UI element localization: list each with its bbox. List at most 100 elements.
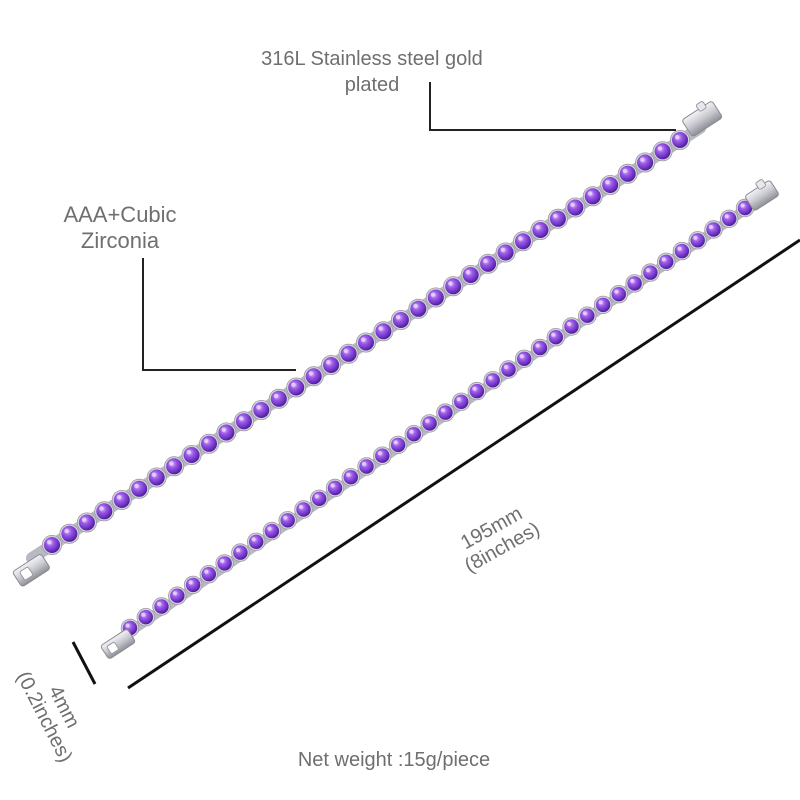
bracelet-1-stone bbox=[218, 424, 235, 441]
bracelet-2-stone-glint bbox=[551, 332, 556, 337]
bracelet-1-stone-glint bbox=[500, 247, 505, 252]
bracelet-1-stone-glint bbox=[204, 438, 209, 444]
stone-label-line1: AAA+Cubic bbox=[63, 202, 177, 227]
bracelet-2-stone bbox=[611, 287, 626, 302]
bracelet-2-stone bbox=[170, 588, 185, 603]
bracelet-1-stone bbox=[270, 390, 287, 407]
bracelet-1-stone-glint bbox=[256, 405, 261, 410]
bracelet-2-stone bbox=[249, 534, 264, 549]
bracelet-1-stone-glint bbox=[448, 281, 453, 286]
bracelet-2-stone-glint bbox=[220, 558, 225, 563]
bracelet-2-stone bbox=[264, 523, 280, 539]
net-weight-label: Net weight :15g/piece bbox=[297, 749, 491, 771]
bracelet-2-stone-glint bbox=[425, 418, 430, 423]
bracelet-1-stone bbox=[96, 503, 113, 520]
bracelet-1-stone bbox=[235, 413, 252, 430]
bracelet-1-stone-glint bbox=[378, 326, 383, 331]
bracelet-2-stone bbox=[390, 437, 406, 453]
width-dimension-line bbox=[71, 641, 97, 685]
bracelet-2-stone bbox=[138, 610, 153, 625]
bracelet-2-stone bbox=[595, 297, 611, 313]
bracelet-2-stone bbox=[501, 362, 516, 377]
bracelet-1-stone-glint bbox=[675, 135, 680, 140]
bracelet-1-stone bbox=[340, 345, 357, 362]
bracelet-1-stone bbox=[392, 312, 409, 328]
bracelet-1-stone bbox=[515, 233, 531, 250]
bracelet-2-stone-glint bbox=[172, 591, 177, 596]
bracelet-2-stone-glint bbox=[330, 483, 335, 488]
bracelet-1-stone-glint bbox=[518, 236, 523, 241]
bracelet-2-stone bbox=[532, 340, 548, 356]
bracelet-1-stone-glint bbox=[291, 382, 296, 387]
bracelet-1-stone-glint bbox=[605, 180, 610, 185]
bracelet-2-stone bbox=[343, 470, 358, 485]
bracelet-2-stone bbox=[454, 394, 469, 409]
bracelet-2-stone-glint bbox=[409, 429, 414, 434]
bracelet-2-stone-glint bbox=[645, 268, 650, 273]
bracelet-1-stone bbox=[497, 244, 514, 261]
material-callout-line bbox=[429, 82, 676, 131]
bracelet-2-stone-glint bbox=[125, 623, 130, 628]
bracelet-1-stone bbox=[602, 177, 619, 193]
bracelet-1-stone-glint bbox=[552, 213, 558, 219]
bracelet-2-stone bbox=[485, 373, 500, 388]
bracelet-1-stone bbox=[78, 514, 95, 531]
bracelet-1-stone bbox=[305, 368, 322, 385]
bracelet-2-stone-glint bbox=[488, 375, 493, 380]
bracelet-1-stone bbox=[654, 143, 671, 160]
bracelet-2-stone-glint bbox=[582, 311, 587, 316]
bracelet-2-stone-glint bbox=[567, 321, 571, 326]
bracelet-2-stone bbox=[327, 480, 343, 496]
bracelet-2-stone-glint bbox=[188, 580, 193, 585]
material-label: 316L Stainless steel gold plated bbox=[232, 46, 512, 98]
bracelet-1-stone-glint bbox=[64, 528, 69, 534]
material-label-line2: plated bbox=[344, 74, 400, 96]
bracelet-1-stone-glint bbox=[134, 483, 139, 489]
bracelet-2-stone-glint bbox=[393, 440, 398, 445]
bracelet-1-stone bbox=[183, 447, 200, 463]
bracelet-2-stone bbox=[233, 545, 248, 560]
stone-label: AAA+Cubic Zirconia bbox=[40, 202, 200, 254]
bracelet-1-stone bbox=[672, 132, 688, 148]
bracelet-2-stone-glint bbox=[314, 494, 319, 499]
bracelet-1-stone bbox=[113, 492, 130, 508]
bracelet-2-stone-glint bbox=[235, 548, 240, 553]
bracelet-2-stone-glint bbox=[157, 601, 161, 606]
bracelet-1-stone bbox=[148, 469, 165, 486]
bracelet-1-stone-glint bbox=[430, 292, 436, 297]
bracelet-2-stone bbox=[375, 448, 390, 463]
bracelet-2-stone bbox=[422, 416, 437, 431]
bracelet-1-stone bbox=[61, 525, 78, 542]
bracelet-2-stone bbox=[722, 211, 737, 226]
stone-callout-line bbox=[142, 258, 296, 371]
bracelet-2-stone bbox=[643, 265, 658, 280]
bracelet-1-stone-glint bbox=[151, 472, 157, 477]
bracelet-2-stone bbox=[580, 308, 595, 323]
bracelet-1-stone-glint bbox=[570, 202, 575, 207]
bracelet-1-stone-glint bbox=[169, 461, 174, 466]
bracelet-1-stone bbox=[253, 402, 270, 418]
bracelet-1-stone-glint bbox=[99, 506, 104, 511]
bracelet-2-stone-glint bbox=[708, 225, 713, 229]
bracelet-2-stone-glint bbox=[141, 612, 146, 617]
bracelet-2-stone bbox=[217, 556, 232, 571]
bracelet-1-clasp-right bbox=[682, 101, 723, 137]
bracelet-1-stone-glint bbox=[640, 157, 645, 162]
bracelet-1-stone bbox=[584, 188, 601, 205]
bracelet-2-stone bbox=[564, 319, 579, 334]
bracelet-1-stone bbox=[637, 154, 654, 171]
bracelet-2-stone bbox=[406, 427, 421, 442]
bracelet-1-stone bbox=[323, 357, 340, 373]
bracelet-2-stone-glint bbox=[204, 569, 209, 574]
bracelet-2-stone bbox=[690, 233, 705, 248]
bracelet-1-stones bbox=[42, 129, 691, 556]
bracelet-1-stone bbox=[532, 222, 549, 238]
bracelet-2-clasp-right bbox=[745, 179, 779, 211]
bracelet-1-stone-glint bbox=[395, 315, 401, 320]
bracelet-1-stone bbox=[567, 199, 584, 216]
bracelet-2-stone bbox=[359, 459, 374, 474]
bracelet-2-stone bbox=[674, 243, 690, 259]
bracelet-1-stone-glint bbox=[413, 303, 418, 309]
bracelet-2-stone-glint bbox=[519, 354, 524, 359]
